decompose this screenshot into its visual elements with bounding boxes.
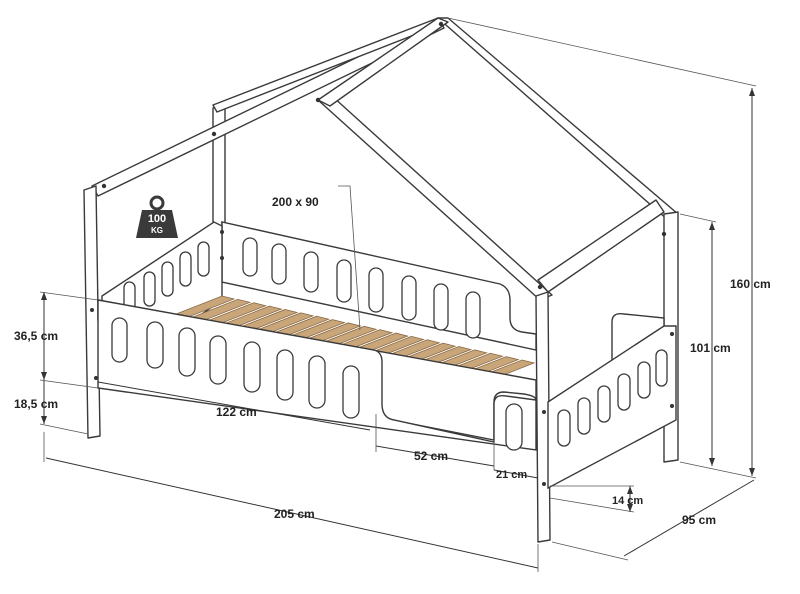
label-bottom-gap: 14 cm <box>612 495 643 507</box>
badge-weight: 100 <box>148 213 166 225</box>
back-rail-panel <box>221 221 537 351</box>
front-rail-panel <box>97 299 537 451</box>
dimension-lines <box>39 17 757 572</box>
label-side-height: 101 cm <box>690 341 731 355</box>
arrowheads <box>41 88 755 512</box>
label-total-length: 205 cm <box>274 507 315 521</box>
label-mattress: 200 x 90 <box>272 195 319 209</box>
screws <box>90 21 674 486</box>
label-opening-width: 52 cm <box>414 449 448 463</box>
label-total-height: 160 cm <box>730 277 771 291</box>
label-rail-length: 122 cm <box>216 405 257 419</box>
weight-badge: 100 KG <box>136 195 178 238</box>
badge-ring <box>149 195 165 211</box>
label-end-gap: 21 cm <box>496 469 527 481</box>
front-right-post <box>535 291 551 543</box>
label-leg-clearance: 18,5 cm <box>14 397 58 411</box>
badge-unit: KG <box>151 226 163 235</box>
dimension-labels: 200 x 90 160 cm 101 cm 36,5 cm 18,5 cm 1… <box>14 195 771 527</box>
label-total-width: 95 cm <box>682 513 716 527</box>
weight-icon <box>136 210 178 238</box>
back-rail-slots <box>242 237 481 339</box>
label-rail-height: 36,5 cm <box>14 329 58 343</box>
right-footboard <box>547 325 677 490</box>
front-rail-slots <box>111 317 523 451</box>
